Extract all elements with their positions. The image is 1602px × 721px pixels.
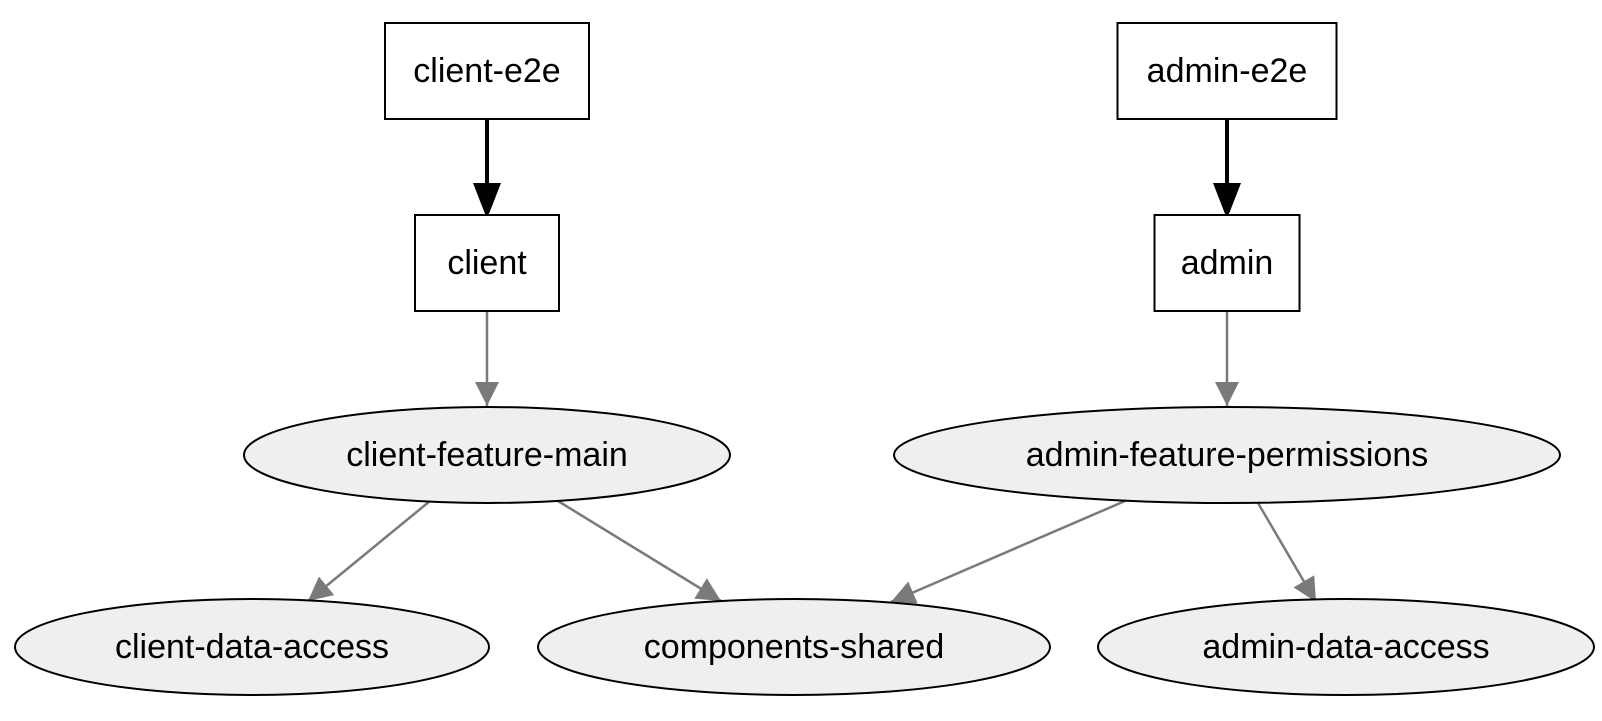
node-admin-data-access[interactable]: admin-data-access [1097, 598, 1595, 696]
node-admin[interactable]: admin [1153, 214, 1301, 312]
edge-admin-feature-permissions-to-components-shared [890, 499, 1126, 604]
edge-client-feature-main-to-components-shared [557, 499, 722, 603]
node-components-shared[interactable]: components-shared [537, 598, 1051, 696]
node-ellipse [14, 598, 490, 696]
node-client-feature-main[interactable]: client-feature-main [243, 406, 731, 504]
node-label: client-data-access [115, 628, 389, 666]
node-client[interactable]: client [414, 214, 560, 312]
node-box [1116, 22, 1338, 120]
node-box [414, 214, 560, 312]
node-admin-e2e[interactable]: admin-e2e [1116, 22, 1338, 120]
node-label: admin [1181, 244, 1274, 282]
node-box [1153, 214, 1301, 312]
node-label: admin-data-access [1202, 628, 1489, 666]
node-label: components-shared [644, 628, 945, 666]
node-box [384, 22, 590, 120]
node-label: admin-feature-permissions [1026, 436, 1429, 474]
node-client-e2e[interactable]: client-e2e [384, 22, 590, 120]
node-label: client-feature-main [346, 436, 628, 474]
node-ellipse [243, 406, 731, 504]
node-admin-feature-permissions[interactable]: admin-feature-permissions [893, 406, 1561, 504]
edge-client-feature-main-to-client-data-access [307, 500, 431, 602]
node-ellipse [537, 598, 1051, 696]
node-ellipse [1097, 598, 1595, 696]
node-label: client-e2e [413, 52, 560, 90]
edge-admin-feature-permissions-to-admin-data-access [1256, 502, 1318, 603]
node-label: client [447, 244, 527, 282]
node-client-data-access[interactable]: client-data-access [14, 598, 490, 696]
node-ellipse [893, 406, 1561, 504]
edges-layer [307, 120, 1318, 604]
node-label: admin-e2e [1147, 52, 1308, 90]
nodes-layer: client-e2e admin-e2e client admin client-fea… [14, 22, 1595, 696]
